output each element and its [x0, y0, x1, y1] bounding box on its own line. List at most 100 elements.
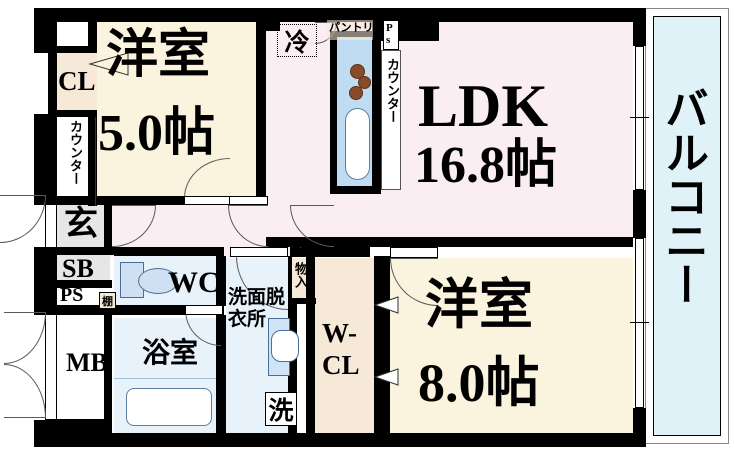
wall-outer-bottom: [34, 433, 646, 447]
mb-door-jamb: [45, 310, 57, 420]
wall-outer-left-lower: [34, 420, 57, 447]
wall-kitchen-top-left: [266, 22, 280, 31]
room-label-western8-name: 洋室: [425, 275, 533, 335]
wall-hall-bottom-left: [34, 247, 114, 255]
label-shoe-box: SB: [62, 254, 94, 283]
sliding-window-ldk[interactable]: [635, 46, 644, 190]
room-fill-closet-cl: [55, 52, 97, 114]
label-washroom-line2: 衣所: [228, 309, 267, 330]
bathroom-floor-split: [114, 378, 216, 379]
wall-western8-left: [380, 256, 390, 433]
label-washroom-line1: 洗面脱: [228, 287, 286, 308]
wall-western5-bottom-left: [34, 196, 184, 205]
wall-cl-top: [48, 46, 97, 53]
room-fill-walk-in-closet: [314, 258, 374, 433]
wall-outer-right-mid: [633, 190, 646, 238]
toilet-bowl-icon: [138, 268, 178, 294]
wall-wcl-left: [306, 256, 315, 433]
label-shelf: 棚: [99, 292, 116, 309]
meter-box-door-swing-lower[interactable]: [4, 364, 46, 418]
wall-hall-bottom-mid: [114, 247, 224, 256]
washroom-door-jamb: [230, 247, 288, 257]
room-label-western5-name: 洋室: [106, 27, 211, 84]
walk-in-closet-door-arrow-top-icon: [374, 296, 399, 314]
wall-wcl-right: [374, 256, 384, 433]
meter-box-door-swing-upper[interactable]: [4, 312, 46, 364]
stove-burner-2-icon: [358, 76, 371, 89]
wall-washroom-right: [288, 300, 297, 433]
wall-storage-left: [288, 256, 292, 302]
entry-door-swing[interactable]: [0, 195, 46, 243]
wash-basin-icon: [271, 330, 299, 362]
wall-outer-left-upper: [34, 8, 57, 53]
wall-kitchen-left: [330, 31, 337, 193]
label-pipe-space: PS: [60, 284, 84, 306]
label-counter-kitchen: カウンター: [385, 58, 400, 123]
wall-kitchen-bottom: [330, 186, 381, 194]
label-ps-kitchen-box: [383, 20, 399, 50]
wall-wc-right: [216, 256, 226, 306]
room-fill-ldk: [266, 22, 633, 237]
ldk-opening-jamb: [224, 196, 268, 205]
wall-outer-top: [34, 8, 646, 22]
room-label-ldk-name: LDK: [418, 73, 549, 139]
bathtub-icon: [126, 388, 212, 426]
wall-outer-right-top: [633, 8, 646, 46]
room-fill-shoe-box: [57, 254, 110, 282]
label-closet-cl: CL: [58, 66, 96, 96]
wall-kitchen-right: [372, 41, 381, 193]
bathroom-door-jamb: [185, 305, 223, 315]
stove-burner-3-icon: [349, 86, 363, 100]
wall-cl-bottom: [55, 110, 97, 117]
wall-ps-right: [399, 22, 439, 41]
room-fill-balcony: [653, 16, 721, 436]
room-label-western5-size: 5.0帖: [98, 105, 216, 162]
label-walk-in-closet-line1: W-: [322, 318, 357, 348]
label-counter-left: カウンター: [68, 120, 83, 185]
ldk-door-swing[interactable]: [300, 247, 301, 248]
walk-in-closet-door-arrow-bottom-icon: [374, 368, 399, 386]
stove-burner-1-icon: [350, 64, 365, 79]
pantry-box: [327, 20, 373, 40]
room-label-western8-size: 8.0帖: [418, 353, 540, 413]
wall-wc-bottom: [112, 305, 224, 315]
room-fill-meter-box: [57, 315, 111, 420]
wall-hall-bottom-right: [290, 247, 370, 257]
label-washer: 洗: [265, 392, 297, 426]
label-bathroom: 浴室: [142, 338, 199, 369]
wall-western5-left: [88, 22, 97, 53]
entry-door-jamb: [45, 203, 57, 251]
room-label-balcony: バルコニー: [658, 86, 707, 306]
wall-sb-bottom: [57, 280, 112, 288]
label-genkan: 玄: [64, 206, 98, 243]
wall-storage-bottom: [288, 298, 316, 304]
label-ps-kitchen-s: s: [386, 34, 391, 46]
label-meter-box: MB: [66, 348, 108, 377]
counter-left-tick: [36, 155, 48, 156]
counter-left-outline: [57, 117, 96, 206]
closet-cl-door-arrow-icon: [88, 52, 129, 76]
wall-outer-right-bottom: [633, 408, 646, 447]
room-label-ldk-size: 16.8帖: [414, 137, 558, 194]
label-wc: WC: [168, 266, 220, 299]
wall-ps-mb-divider: [34, 305, 112, 315]
label-ps-kitchen-p: P: [386, 22, 393, 34]
label-pantry-text: パントリー: [329, 22, 385, 34]
wall-genkan-right: [104, 203, 112, 253]
western5-door-jamb: [184, 196, 230, 205]
room-fill-genkan: [57, 203, 112, 251]
label-walk-in-closet-line2: CL: [322, 350, 360, 380]
wall-outer-left-gap1: [34, 250, 57, 310]
wall-western5-right: [256, 22, 266, 202]
sliding-window-bedroom8[interactable]: [635, 238, 644, 408]
wall-bath-right: [216, 315, 226, 433]
western8-door-jamb: [390, 247, 438, 258]
wall-mb-bottom: [57, 419, 112, 433]
wall-western5-left2: [88, 110, 97, 206]
label-refrigerator-space: 冷: [277, 24, 317, 57]
kitchen-sink-icon: [345, 108, 370, 180]
wall-cl-left: [48, 46, 57, 117]
sliding-window-bedroom8-mullion: [630, 322, 649, 323]
sliding-window-ldk-mullion: [630, 117, 649, 118]
